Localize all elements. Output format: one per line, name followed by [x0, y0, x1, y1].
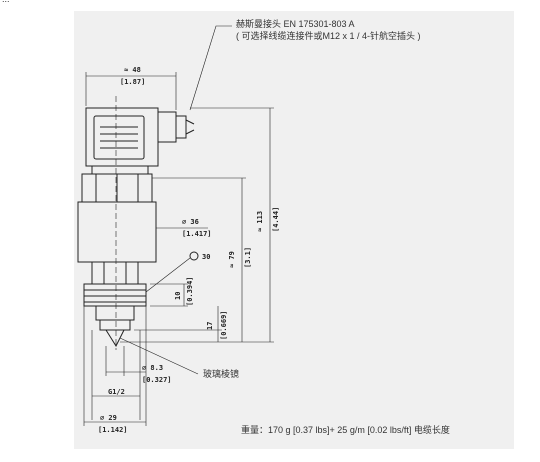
gland-nut — [175, 115, 187, 139]
dim-body-dia: ⌀ 36 — [182, 218, 199, 226]
process-thread — [83, 283, 147, 307]
connector-inner — [93, 115, 145, 160]
dim-height-mid: ≈ 79 — [228, 251, 236, 268]
dim-prism-dia: ⌀ 8.3 — [142, 364, 163, 372]
dim-base-dia-in: [1.142] — [98, 426, 128, 434]
dim-prism-dia-in: [0.327] — [142, 376, 172, 384]
dim-tip-len-in: [0.669] — [220, 310, 228, 340]
connector-housing — [85, 107, 159, 167]
weight-note: 重量：170 g [0.37 lbs]+ 25 g/m [0.02 lbs/ft… — [241, 425, 450, 435]
drawing-frame — [74, 11, 514, 449]
dim-tip-len: 17 — [206, 322, 214, 330]
dim-height-total: ≈ 113 — [256, 211, 264, 232]
sensor-body — [77, 201, 157, 263]
dim-height-total-in: [4.44] — [272, 207, 280, 232]
connector-callout: 赫斯曼接头 EN 175301-803 A ( 可选择线缆连接件或M12 x 1… — [236, 18, 421, 42]
glass-prism — [105, 329, 125, 348]
dim-thread-len: 10 — [174, 292, 182, 300]
heading-fragment: ... — [0, 0, 540, 8]
dim-thread: G1/2 — [108, 388, 125, 396]
cable-gland — [157, 111, 177, 143]
dim-body-dia-in: [1.417] — [182, 230, 212, 238]
dim-hole: 30 — [202, 253, 210, 261]
dim-top-width-in: [1.87] — [120, 78, 145, 86]
dim-top-width: ≈ 48 — [124, 66, 141, 74]
dim-thread-len-in: [0.394] — [186, 276, 194, 306]
connector-label-line1: 赫斯曼接头 EN 175301-803 A — [236, 19, 355, 29]
dim-height-mid-in: [3.1] — [244, 247, 252, 268]
prism-callout: 玻璃棱镜 — [203, 369, 240, 379]
connector-label-line2: ( 可选择线缆连接件或M12 x 1 / 4-针航空插头 ) — [236, 31, 421, 41]
dim-base-dia: ⌀ 29 — [100, 414, 117, 422]
